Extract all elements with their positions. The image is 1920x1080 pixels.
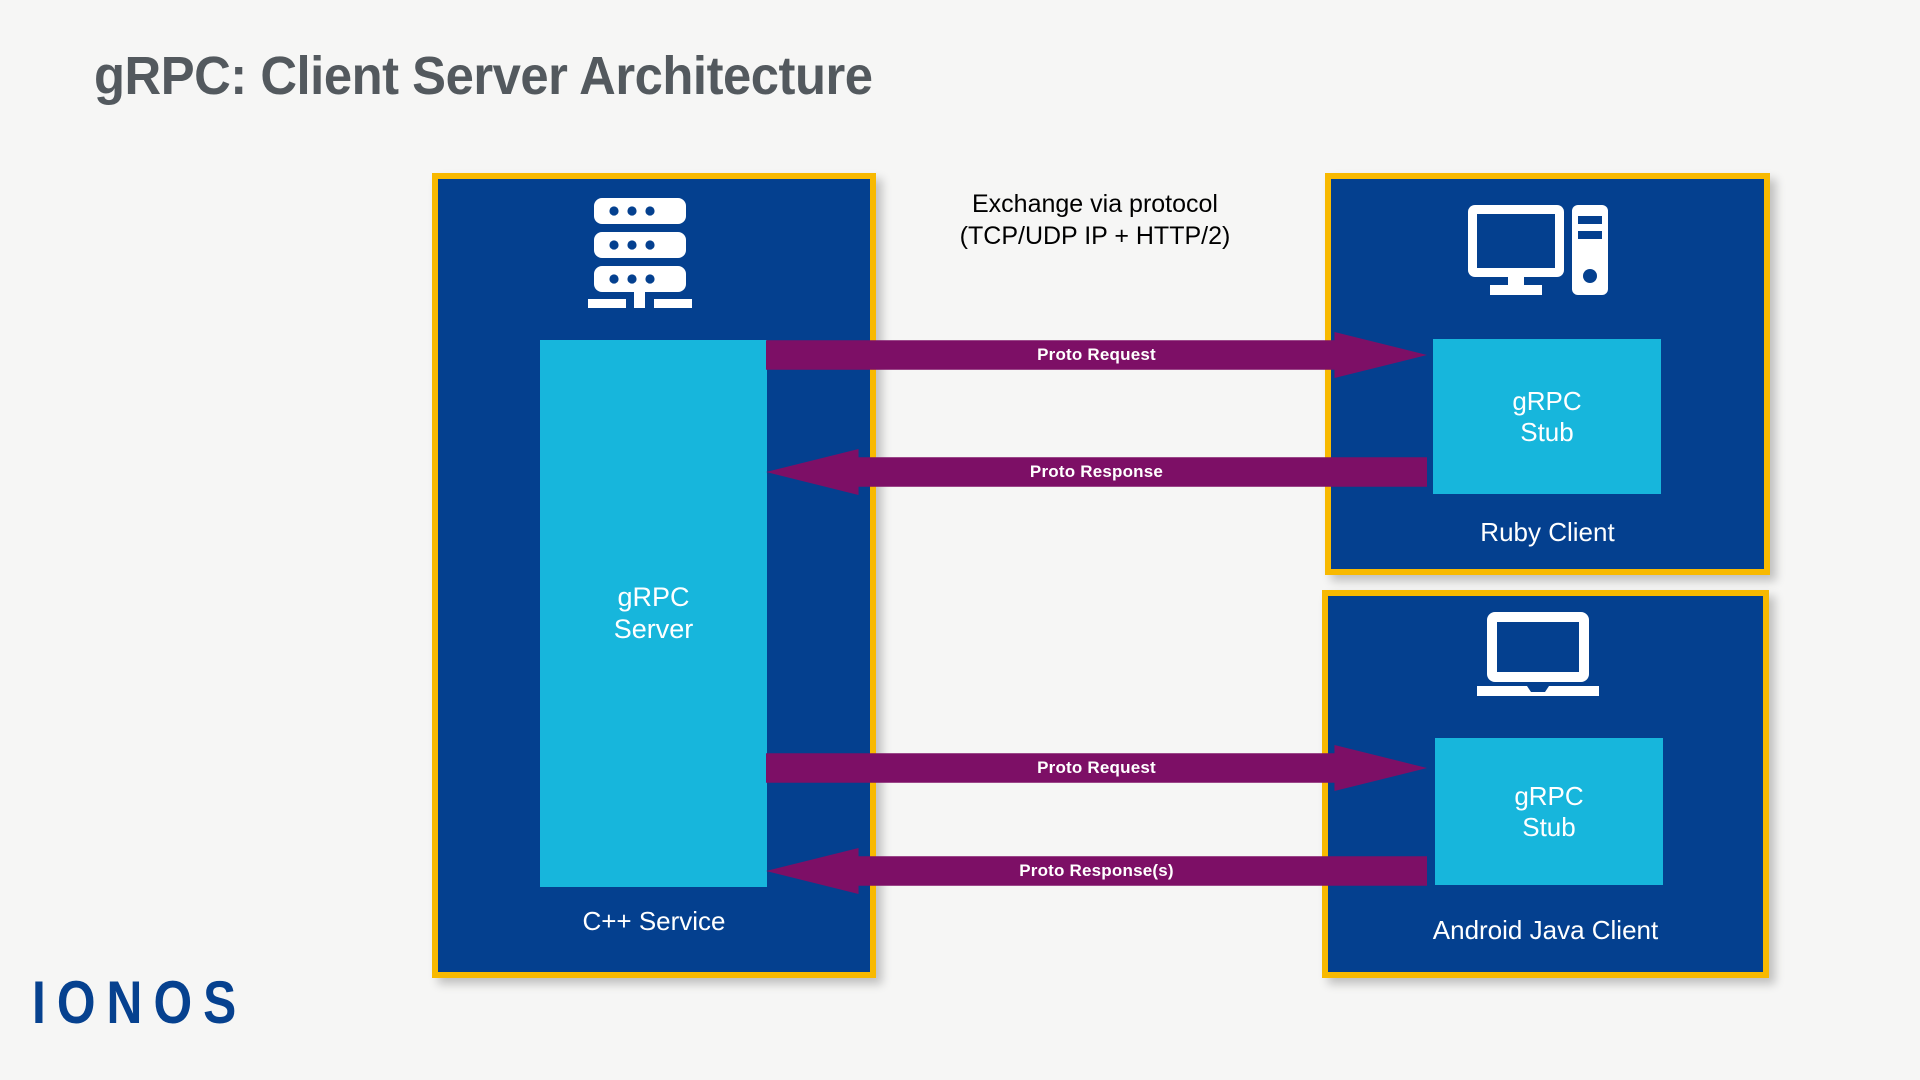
ruby-client-caption: Ruby Client xyxy=(1480,517,1615,547)
android-stub-label-line-1: gRPC xyxy=(1514,780,1584,811)
page-title: gRPC: Client Server Architecture xyxy=(94,46,873,106)
grpc-server-box[interactable]: gRPC Server xyxy=(540,340,767,887)
ionos-logo: IONOS xyxy=(32,969,248,1037)
grpc-server-label-line-2: Server xyxy=(613,613,694,644)
android-client-caption: Android Java Client xyxy=(1432,915,1659,945)
exchange-note-line-2: (TCP/UDP IP + HTTP/2) xyxy=(959,222,1231,250)
exchange-protocol-note: Exchange via protocol (TCP/UDP IP + HTTP… xyxy=(900,188,1290,252)
server-panel-caption: C++ Service xyxy=(582,906,726,936)
laptop-icon xyxy=(1477,612,1599,701)
arrow-label: Proto Response xyxy=(1029,462,1164,481)
ruby-grpc-stub-box[interactable]: gRPC Stub xyxy=(1433,339,1661,494)
desktop-computer-icon xyxy=(1468,205,1608,300)
android-stub-label-line-2: Stub xyxy=(1522,811,1576,842)
android-grpc-stub-box[interactable]: gRPC Stub xyxy=(1435,738,1663,885)
exchange-note-line-1: Exchange via protocol xyxy=(972,190,1218,218)
ruby-stub-label-line-2: Stub xyxy=(1520,416,1574,447)
arrow-label: Proto Request xyxy=(1037,345,1156,364)
arrow-label: Proto Request xyxy=(1037,758,1156,777)
ruby-stub-label-line-1: gRPC xyxy=(1512,385,1582,416)
server-rack-icon xyxy=(588,198,692,313)
grpc-server-label-line-1: gRPC xyxy=(617,581,690,612)
arrow-label: Proto Response(s) xyxy=(1019,861,1174,880)
